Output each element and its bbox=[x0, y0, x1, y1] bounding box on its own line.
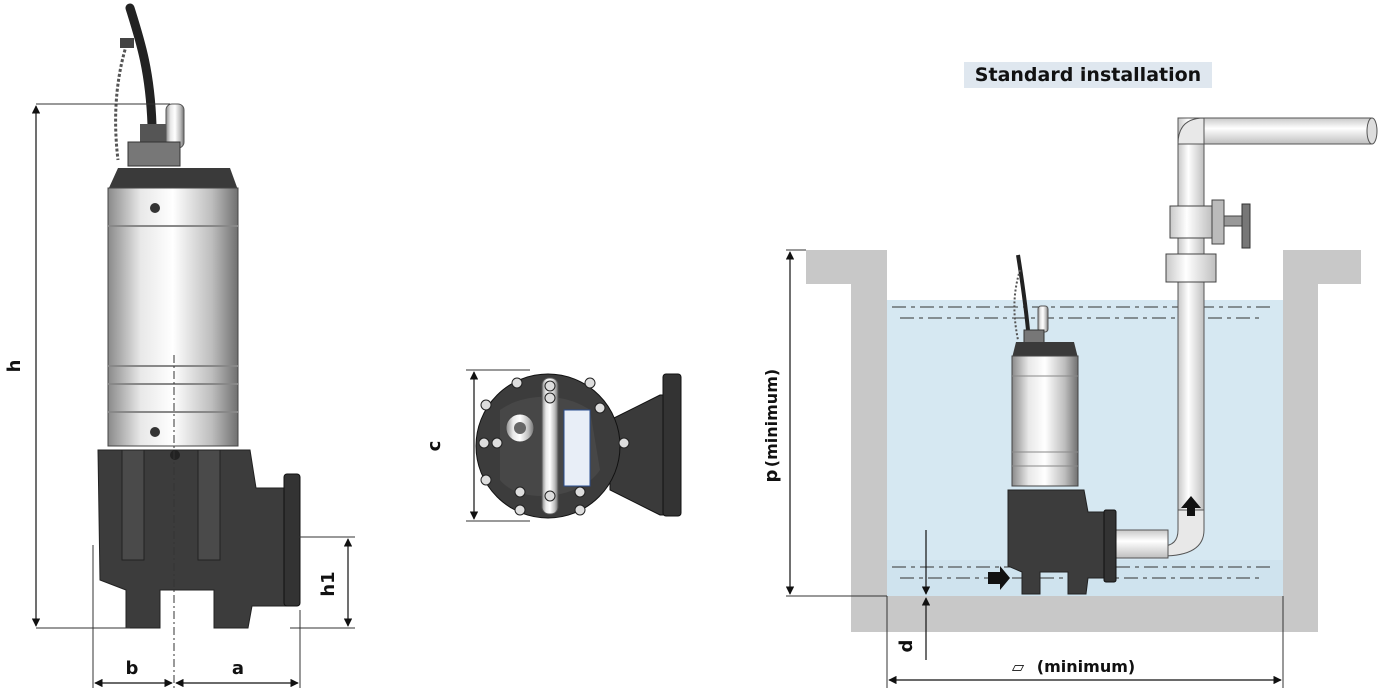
pump-top-view bbox=[475, 373, 682, 519]
dim-label-h: h bbox=[4, 360, 25, 373]
width-symbol: ⏥ bbox=[1012, 657, 1025, 676]
diagram-title: Standard installation bbox=[974, 64, 1202, 86]
right-dimensions bbox=[785, 249, 1284, 688]
dim-label-width-note: (minimum) bbox=[1037, 657, 1135, 676]
discharge-pipe bbox=[1109, 117, 1378, 559]
title-background bbox=[964, 62, 1212, 88]
dim-label-h1: h1 bbox=[318, 571, 339, 596]
left-dimensions bbox=[31, 103, 355, 688]
pump-side-view bbox=[97, 3, 301, 688]
pump-installed bbox=[988, 254, 1117, 595]
dim-label-a: a bbox=[232, 658, 244, 679]
dim-label-b: b bbox=[126, 658, 139, 679]
dim-label-p-note: (minimum) bbox=[762, 369, 781, 467]
middle-dimensions bbox=[466, 369, 530, 522]
dim-label-c: c bbox=[424, 441, 445, 452]
dim-label-p: p bbox=[761, 469, 782, 482]
dim-label-d: d bbox=[896, 640, 917, 653]
